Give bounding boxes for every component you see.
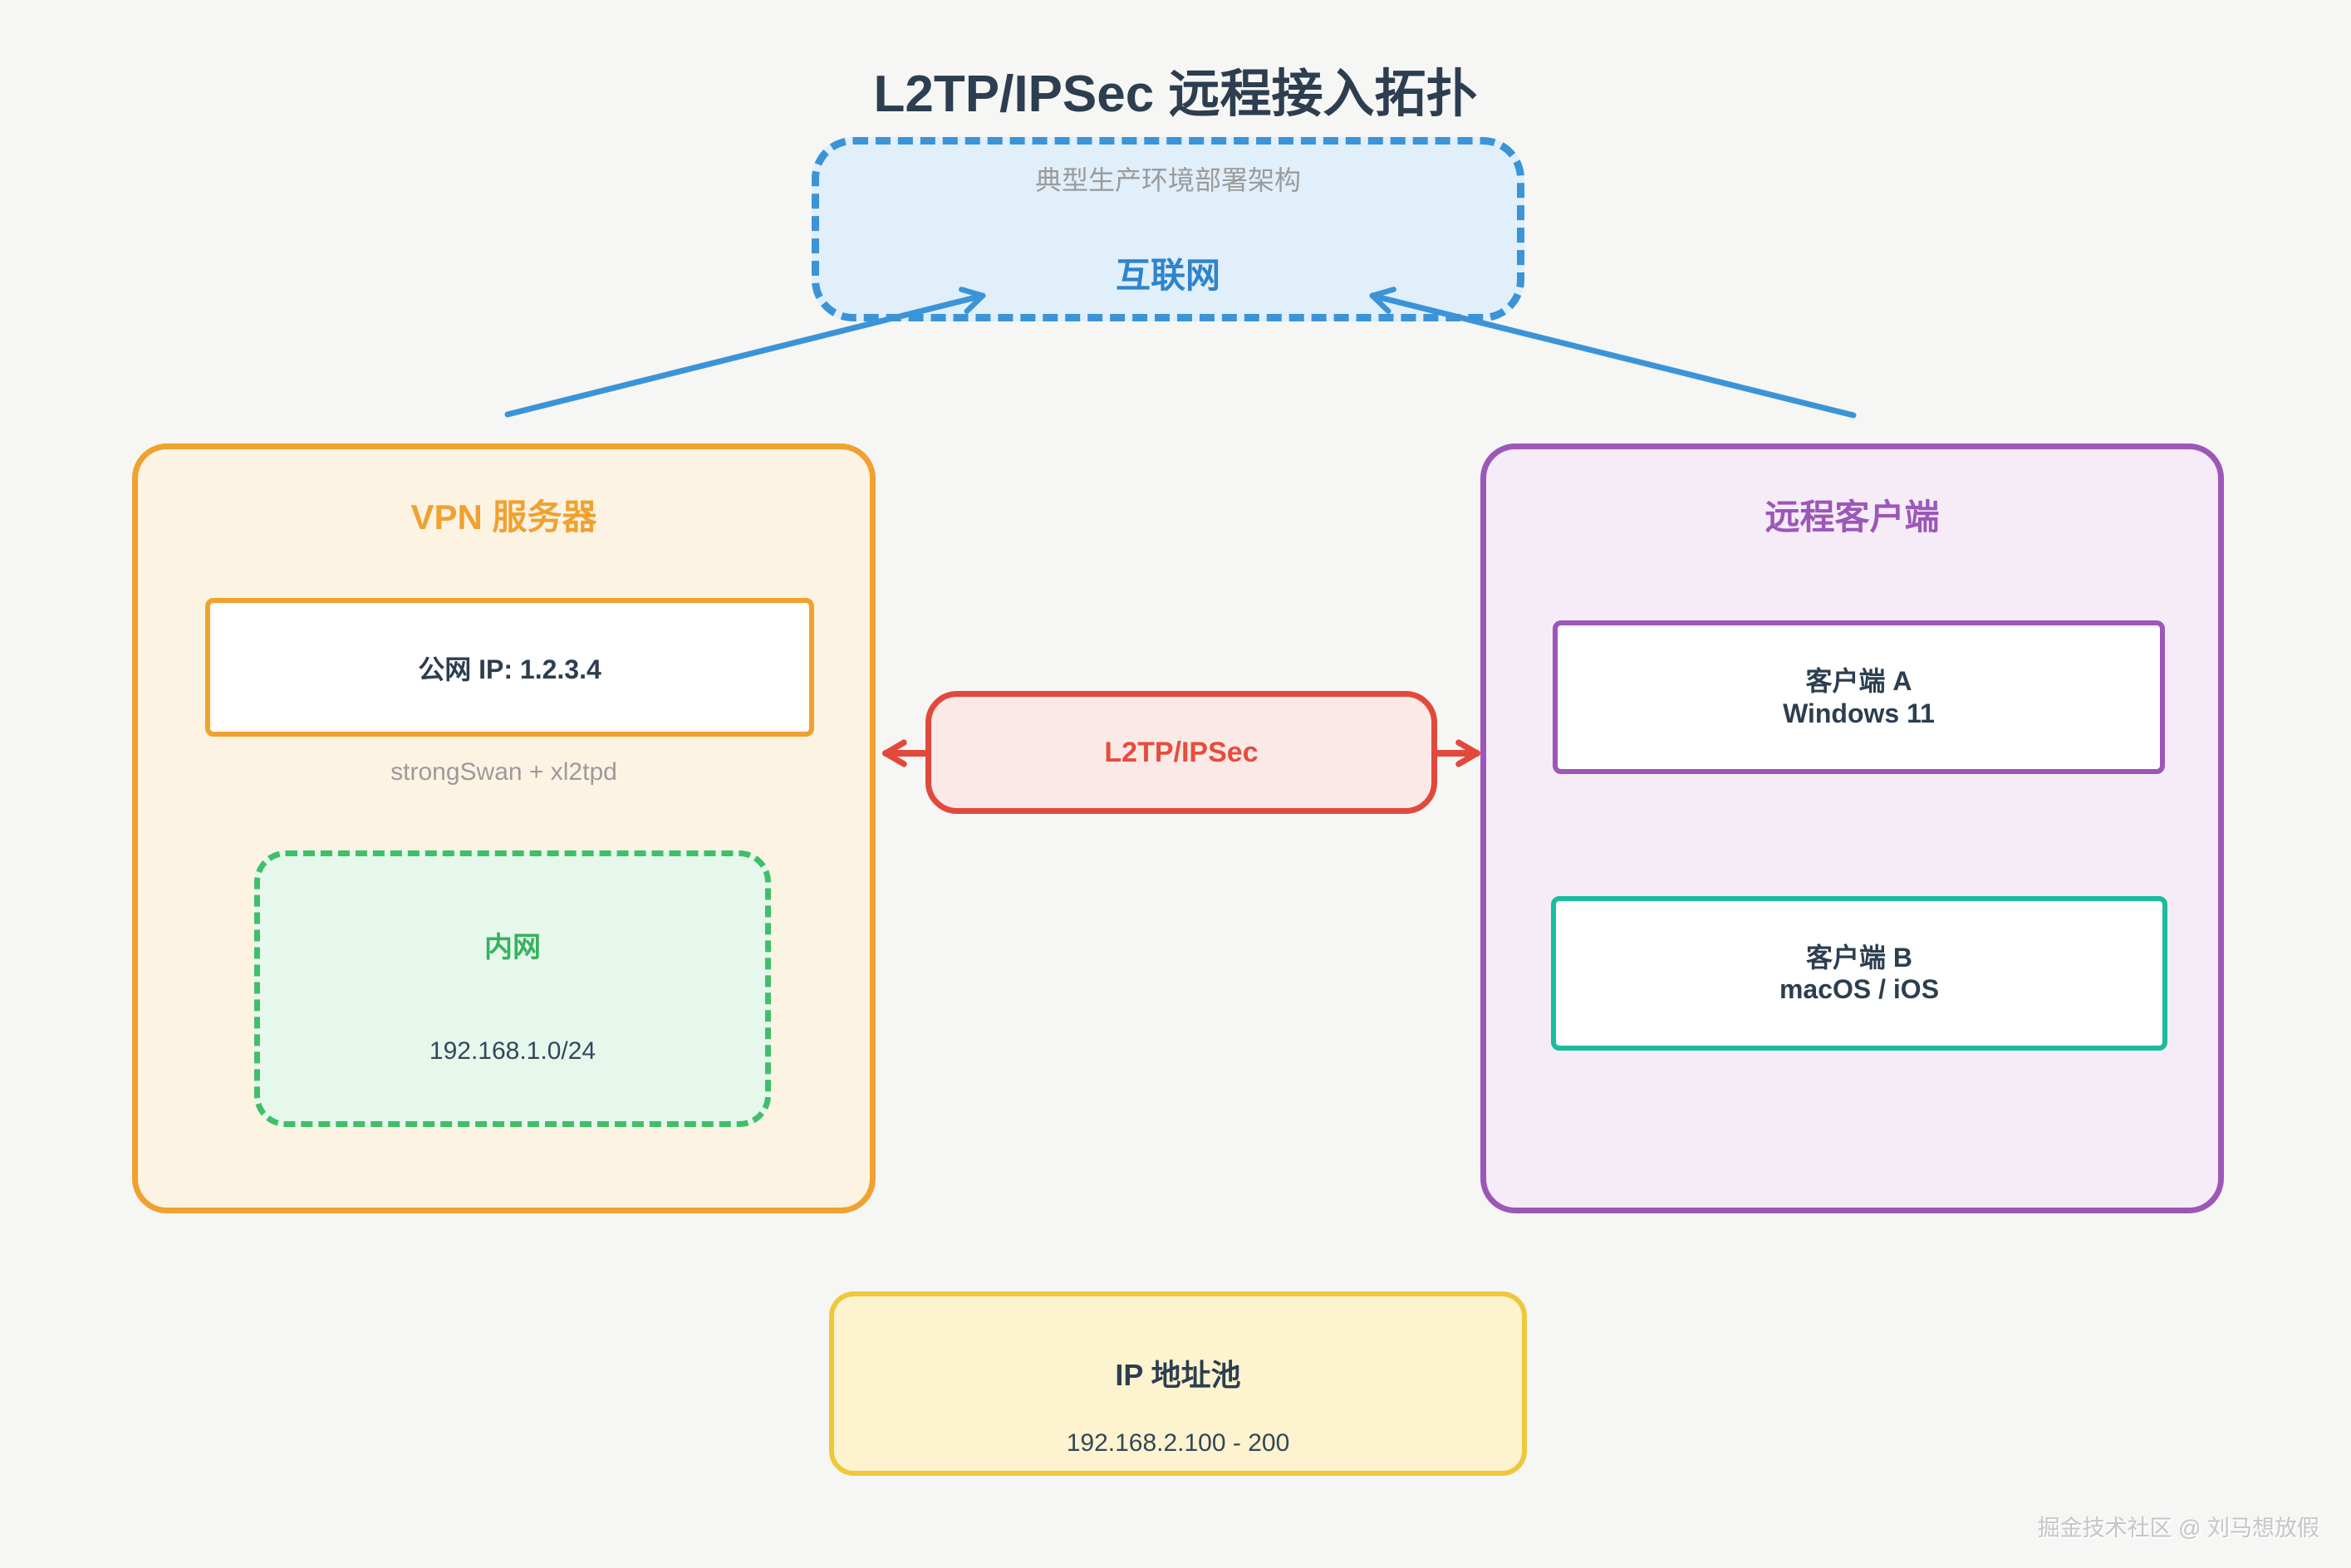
client-b-name: 客户端 B [1805, 942, 1912, 973]
client-b-box: 客户端 B macOS / iOS [1551, 896, 2167, 1051]
public-ip-label: 公网 IP: 1.2.3.4 [418, 654, 601, 684]
vpn-software-label: strongSwan + xl2tpd [390, 758, 617, 786]
internet-label: 互联网 [1115, 256, 1220, 295]
watermark: 掘金技术社区 @ 刘马想放假 [2037, 1516, 2319, 1541]
ip-pool-title: IP 地址池 [1115, 1358, 1241, 1392]
internet-box: 典型生产环境部署架构 互联网 [812, 137, 1524, 321]
ip-pool-range: 192.168.2.100 - 200 [1066, 1429, 1290, 1457]
remote-clients-box: 远程客户端 客户端 A Windows 11 客户端 B macOS / iOS [1480, 443, 2224, 1213]
tunnel-label: L2TP/IPSec [1104, 736, 1259, 768]
remote-clients-title: 远程客户端 [1764, 497, 1940, 537]
client-a-name: 客户端 A [1805, 666, 1912, 697]
vpn-server-box: VPN 服务器 公网 IP: 1.2.3.4 strongSwan + xl2t… [132, 443, 876, 1213]
page-title: L2TP/IPSec 远程接入拓扑 [873, 66, 1478, 123]
intranet-cidr: 192.168.1.0/24 [429, 1037, 596, 1065]
intranet-box: 内网 192.168.1.0/24 [254, 850, 771, 1127]
internet-subtitle: 典型生产环境部署架构 [1034, 165, 1301, 195]
public-ip-box: 公网 IP: 1.2.3.4 [205, 598, 814, 737]
ip-pool-box: IP 地址池 192.168.2.100 - 200 [829, 1291, 1527, 1476]
client-b-os: macOS / iOS [1779, 974, 1940, 1004]
intranet-label: 内网 [484, 932, 541, 963]
tunnel-box: L2TP/IPSec [925, 691, 1437, 814]
vpn-server-title: VPN 服务器 [410, 497, 597, 537]
client-a-box: 客户端 A Windows 11 [1553, 620, 2165, 774]
client-a-os: Windows 11 [1783, 698, 1935, 728]
